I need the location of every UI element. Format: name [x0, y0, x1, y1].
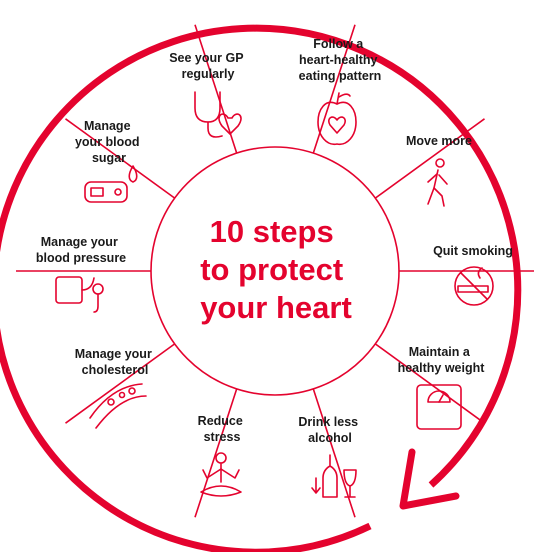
- segment-divider: [374, 118, 485, 199]
- meditation-person-icon: [200, 452, 242, 497]
- step-label-cholesterol: Manage your cholesterol: [75, 347, 156, 377]
- bathroom-scale-icon: [416, 384, 462, 430]
- segment-divider: [194, 24, 238, 154]
- blood-pressure-cuff-icon: [55, 276, 104, 313]
- step-label-weight: Maintain a healthy weight: [398, 345, 486, 375]
- segment-divider: [194, 388, 238, 518]
- center-circle: [150, 146, 400, 396]
- step-label-smoking: Quit smoking: [433, 244, 513, 258]
- step-label-blood-pressure: Manage your blood pressure: [36, 235, 126, 265]
- segment-divider: [65, 343, 176, 424]
- center-title-line: your heart: [200, 290, 352, 325]
- step-label-gp: See your GP regularly: [169, 51, 247, 81]
- segment-divider: [65, 118, 176, 199]
- wine-bottle-glass-icon: [311, 454, 357, 498]
- center-title-line: 10 steps: [210, 214, 334, 249]
- outer-ring-arc: [0, 24, 522, 552]
- segment-divider: [374, 343, 485, 424]
- center-title: 10 steps to protect your heart: [200, 214, 352, 325]
- no-smoking-icon: [454, 266, 494, 306]
- walking-person-icon: [427, 158, 448, 207]
- step-label-move: Move more: [406, 134, 472, 148]
- step-label-alcohol: Drink less alcohol: [298, 415, 361, 445]
- stethoscope-icon: [194, 91, 242, 138]
- step-label-stress: Reduce stress: [198, 414, 247, 444]
- segment-divider: [312, 388, 356, 518]
- glucose-meter-icon: [84, 165, 138, 203]
- step-label-blood-sugar: Manage your blood sugar: [75, 119, 143, 165]
- artery-plaque-icon: [89, 383, 147, 429]
- ring-arrow-head-icon: [399, 448, 460, 510]
- center-title-line: to protect: [200, 252, 343, 287]
- step-label-eating: Follow a heart-healthy eating pattern: [299, 37, 382, 83]
- apple-heart-icon: [317, 92, 357, 146]
